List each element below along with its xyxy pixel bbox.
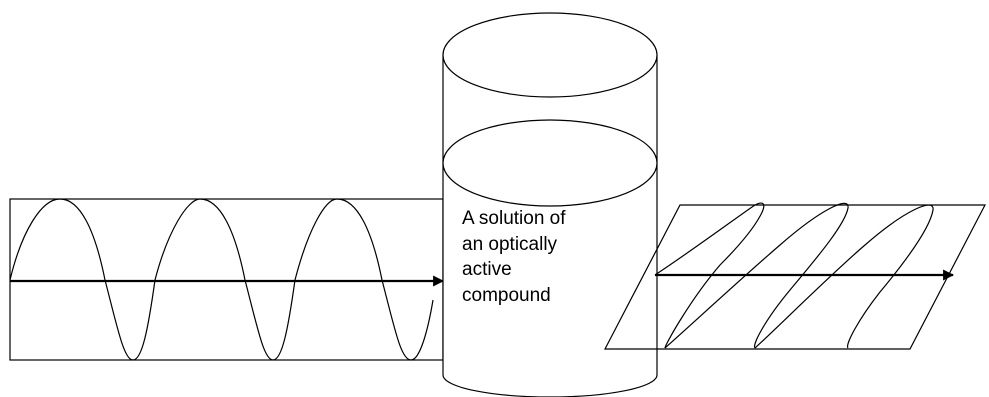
solution-label: A solution of an optically active compou… [462,206,652,308]
solution-label-line-3: active [462,259,512,280]
rotated-wave-plane [604,204,986,350]
container-top-rim [442,12,658,98]
solution-label-line-4: compound [462,284,551,306]
rotated-wave-loops [654,202,934,349]
solution-label-line-2: an optically [462,233,558,255]
incoming-sine-wave [9,198,434,361]
incoming-wave-plane [9,198,444,361]
solution-surface [442,119,658,207]
solution-label-line-1: A solution of [462,208,566,229]
